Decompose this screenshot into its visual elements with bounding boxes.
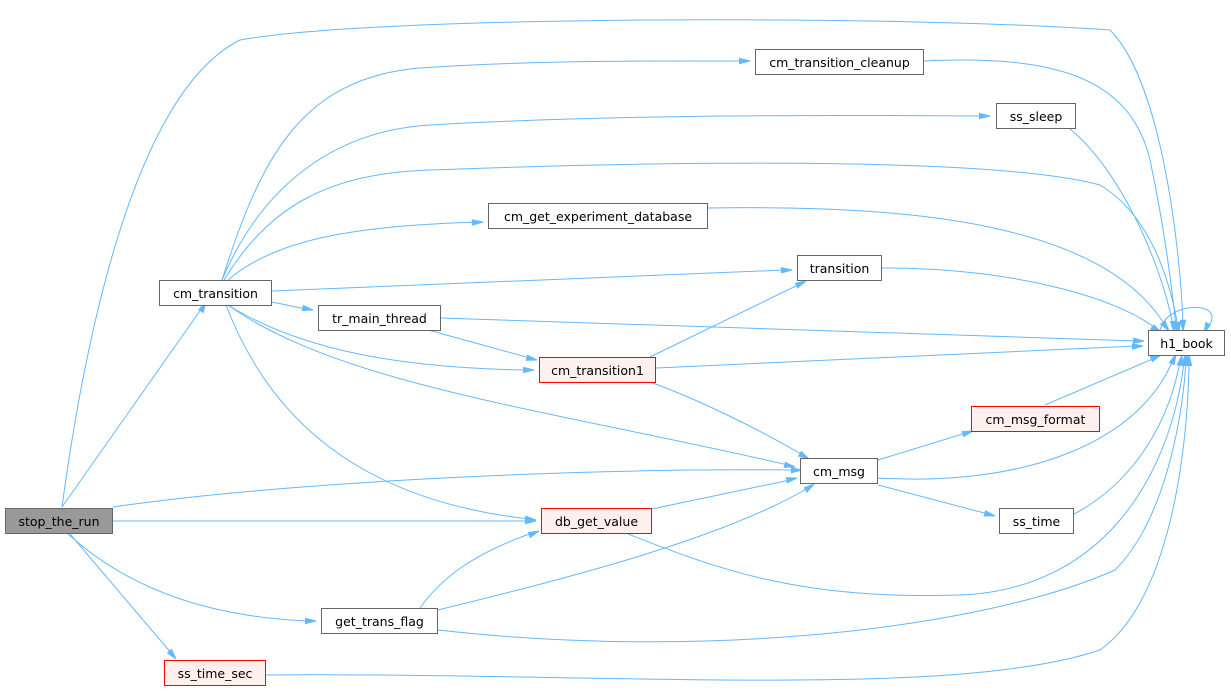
- arrow-stop_the_run-cm_msg: [791, 467, 803, 474]
- node-h1_book[interactable]: h1_book: [1148, 330, 1225, 356]
- node-stop_the_run: stop_the_run: [5, 508, 113, 534]
- node-get_trans_flag[interactable]: get_trans_flag: [321, 608, 438, 634]
- node-label: cm_transition1: [551, 362, 644, 378]
- edge-cm_transition-transition: [271, 269, 786, 292]
- node-cm_transition[interactable]: cm_transition: [159, 280, 272, 306]
- arrow-cm_transition-cm_transition_cleanup: [739, 57, 751, 65]
- arrow-ss_time-h1_book: [1176, 354, 1183, 367]
- edge-cm_msg_format-h1_book: [1044, 357, 1156, 406]
- edge-cm_transition1-transition: [649, 283, 801, 358]
- arrow-cm_msg-ss_time: [983, 510, 996, 517]
- node-cm_msg[interactable]: cm_msg: [800, 458, 878, 484]
- node-cm_transition_cleanup[interactable]: cm_transition_cleanup: [755, 49, 924, 75]
- arrow-get_trans_flag-cm_msg: [803, 483, 815, 494]
- edge-cm_transition-h1_book: [223, 162, 1179, 328]
- edge-cm_get_experiment_database-h1_book: [707, 207, 1166, 326]
- arrow-cm_transition-cm_transition1: [523, 366, 535, 374]
- arrow-cm_msg-cm_msg_format: [961, 430, 974, 438]
- arrow-stop_the_run-h1_book: [1179, 319, 1187, 332]
- node-label: tr_main_thread: [332, 310, 427, 326]
- edge-cm_msg-cm_msg_format: [877, 432, 967, 461]
- node-transition[interactable]: transition: [797, 255, 882, 281]
- node-ss_sleep[interactable]: ss_sleep: [996, 103, 1076, 129]
- node-label: transition: [809, 260, 870, 276]
- edge-stop_the_run-cm_msg: [112, 469, 796, 508]
- node-label: cm_transition: [173, 285, 258, 301]
- node-ss_time[interactable]: ss_time: [999, 508, 1074, 534]
- arrow-cm_transition-transition: [780, 266, 793, 274]
- arrow-cm_transition1-transition: [794, 280, 807, 289]
- edge-cm_transition-cm_msg: [227, 304, 789, 466]
- arrow-cm_get_experiment_database-h1_book: [1159, 320, 1170, 332]
- edge-transition-h1_book: [881, 267, 1156, 329]
- edge-stop_the_run-cm_transition: [61, 307, 203, 508]
- node-label: cm_msg_format: [985, 411, 1086, 427]
- arrow-cm_transition1-h1_book: [1131, 343, 1144, 350]
- edge-cm_transition-cm_transition_cleanup: [221, 60, 744, 281]
- edge-db_get_value-cm_msg: [651, 479, 791, 510]
- node-tr_main_thread[interactable]: tr_main_thread: [318, 305, 441, 331]
- node-label: ss_time_sec: [177, 665, 253, 681]
- node-cm_transition1[interactable]: cm_transition1: [539, 357, 656, 383]
- arrow-cm_transition-tr_main_thread: [301, 304, 314, 312]
- arrow-cm_transition-cm_get_experiment_database: [471, 219, 484, 226]
- arrow-cm_msg-h1_book: [1168, 353, 1177, 366]
- arrow-tr_main_thread-h1_book: [1132, 337, 1145, 344]
- edge-get_trans_flag-db_get_value: [419, 532, 533, 609]
- node-label: cm_get_experiment_database: [503, 208, 693, 224]
- edge-cm_transition_cleanup-h1_book: [923, 59, 1177, 327]
- node-label: cm_transition_cleanup: [769, 54, 910, 70]
- arrow-ss_time_sec-h1_book: [1185, 354, 1193, 366]
- node-cm_msg_format[interactable]: cm_msg_format: [971, 406, 1100, 432]
- edge-cm_transition1-cm_msg: [649, 381, 804, 456]
- node-cm_get_experiment_database[interactable]: cm_get_experiment_database: [488, 203, 708, 229]
- node-db_get_value[interactable]: db_get_value: [541, 508, 652, 534]
- edge-cm_transition-tr_main_thread: [271, 301, 307, 310]
- node-label: h1_book: [1160, 335, 1213, 351]
- edge-ss_time-h1_book: [1073, 361, 1181, 515]
- arrow-stop_the_run-get_trans_flag: [305, 617, 317, 625]
- arrow-cm_transition-ss_sleep: [979, 112, 991, 120]
- arrow-ss_sleep-h1_book: [1169, 320, 1177, 333]
- edge-cm_msg-h1_book: [877, 359, 1174, 480]
- node-label: get_trans_flag: [335, 613, 424, 629]
- edge-ss_sleep-h1_book: [1069, 128, 1174, 326]
- arrow-db_get_value-cm_msg: [785, 477, 798, 484]
- node-ss_time_sec[interactable]: ss_time_sec: [164, 660, 266, 686]
- arrow-cm_transition-cm_msg: [783, 461, 796, 468]
- edge-cm_transition-ss_sleep: [221, 114, 984, 281]
- node-label: ss_time: [1012, 513, 1061, 529]
- edge-db_get_value-h1_book: [627, 361, 1185, 597]
- node-label: cm_msg: [813, 463, 865, 479]
- arrow-stop_the_run-ss_time_sec: [166, 648, 177, 660]
- edge-cm_transition1-h1_book: [655, 345, 1137, 369]
- arrow-cm_transition1-cm_msg: [797, 450, 810, 460]
- edge-stop_the_run-get_trans_flag: [67, 533, 310, 622]
- node-label: db_get_value: [554, 513, 639, 529]
- edge-tr_main_thread-h1_book: [440, 317, 1138, 342]
- node-label: ss_sleep: [1009, 108, 1063, 124]
- edge-cm_msg-ss_time: [877, 484, 989, 515]
- edge-get_trans_flag-cm_msg: [437, 487, 809, 611]
- edge-stop_the_run-h1_book: [61, 19, 1184, 508]
- arrow-get_trans_flag-db_get_value: [527, 530, 540, 539]
- node-label: stop_the_run: [18, 513, 100, 529]
- edge-stop_the_run-ss_time_sec: [69, 533, 173, 655]
- edge-tr_main_thread-cm_transition1: [427, 329, 531, 359]
- edge-cm_transition-cm_get_experiment_database: [227, 221, 477, 281]
- arrow-tr_main_thread-cm_transition1: [525, 354, 538, 361]
- arrow-cm_transition-db_get_value: [524, 515, 537, 522]
- edge-get_trans_flag-h1_book: [437, 361, 1187, 643]
- edge-ss_time_sec-h1_book: [265, 361, 1190, 681]
- edge-cm_transition-cm_transition1: [227, 304, 528, 371]
- edge-cm_transition-db_get_value: [225, 304, 530, 520]
